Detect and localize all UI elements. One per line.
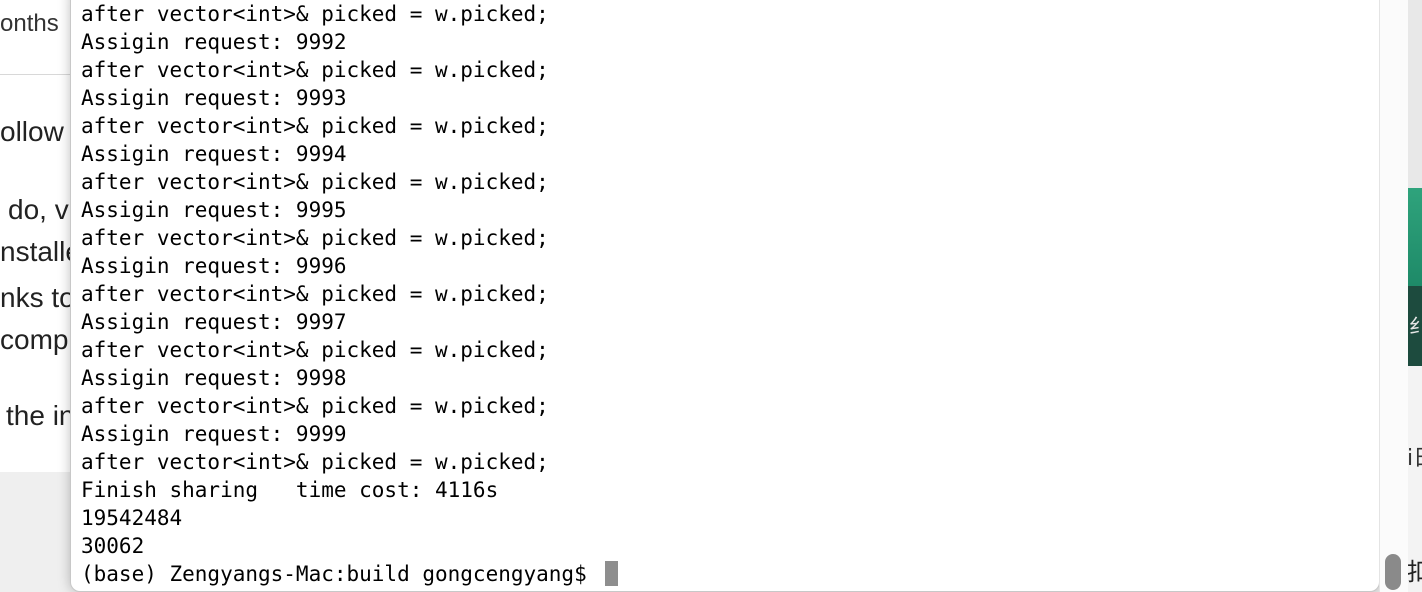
terminal-line: Assigin request: 9992	[81, 30, 347, 54]
terminal-line: Assigin request: 9997	[81, 310, 347, 334]
scrollbar-track[interactable]	[1379, 0, 1408, 592]
background-text-fragment: comp	[0, 324, 69, 355]
terminal-window[interactable]: after vector<int>& picked = w.picked; As…	[70, 0, 1380, 592]
terminal-line: Assigin request: 9999	[81, 422, 347, 446]
background-text-fragment: the in	[6, 400, 75, 431]
background-window-right-top	[1408, 0, 1422, 188]
scrollbar-thumb[interactable]	[1385, 554, 1401, 590]
terminal-line: 19542484	[81, 506, 183, 530]
background-divider	[0, 74, 80, 75]
background-glyph: 扣	[1407, 558, 1422, 586]
terminal-output[interactable]: after vector<int>& picked = w.picked; As…	[81, 0, 1349, 591]
terminal-line: Finish sharing time cost: 4116s	[81, 478, 499, 502]
background-text-fragment: do, v	[8, 194, 69, 225]
background-page-footer	[0, 472, 80, 592]
background-banner-dark	[1408, 286, 1422, 366]
background-text-fragment: ollow	[0, 116, 64, 147]
background-glyph: 纟	[1409, 314, 1422, 338]
terminal-line: Assigin request: 9994	[81, 142, 347, 166]
terminal-line: after vector<int>& picked = w.picked;	[81, 2, 549, 26]
background-banner-teal	[1408, 188, 1422, 286]
terminal-line: 30062	[81, 534, 145, 558]
terminal-line: Assigin request: 9995	[81, 198, 347, 222]
terminal-prompt-line[interactable]: (base) Zengyangs-Mac:build gongcengyang$	[81, 560, 619, 588]
shell-prompt: (base) Zengyangs-Mac:build gongcengyang$	[81, 562, 600, 586]
terminal-line: Assigin request: 9998	[81, 366, 347, 390]
background-page	[0, 0, 80, 472]
text-cursor	[605, 561, 619, 586]
terminal-line: after vector<int>& picked = w.picked;	[81, 450, 549, 474]
terminal-line: after vector<int>& picked = w.picked;	[81, 114, 549, 138]
terminal-line: after vector<int>& picked = w.picked;	[81, 170, 549, 194]
background-text-fragment: nks to	[0, 282, 75, 313]
terminal-line: Assigin request: 9993	[81, 86, 347, 110]
background-text-fragment: onths	[0, 10, 59, 37]
terminal-line: after vector<int>& picked = w.picked;	[81, 58, 549, 82]
terminal-line: Assigin request: 9996	[81, 254, 347, 278]
background-text-fragment: nstalle	[0, 236, 81, 267]
terminal-line: after vector<int>& picked = w.picked;	[81, 338, 549, 362]
terminal-line: after vector<int>& picked = w.picked;	[81, 282, 549, 306]
terminal-line: after vector<int>& picked = w.picked;	[81, 394, 549, 418]
terminal-line: after vector<int>& picked = w.picked;	[81, 226, 549, 250]
background-glyph: i日	[1407, 446, 1422, 471]
